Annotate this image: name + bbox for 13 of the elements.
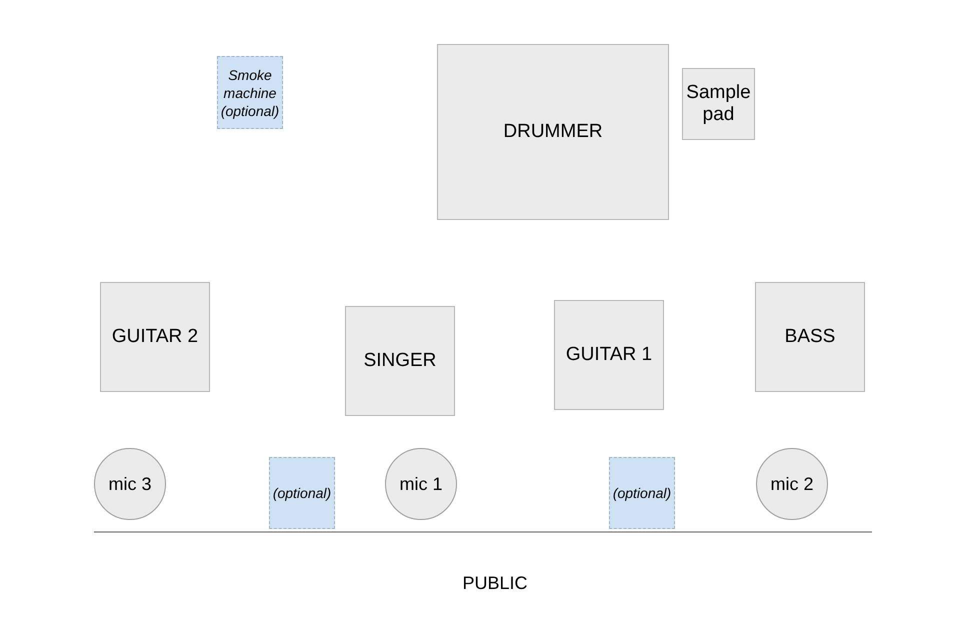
microphone-circle: mic 2 — [756, 448, 828, 520]
performer-area: BASS — [755, 282, 865, 392]
riser-area: (optional) — [609, 457, 675, 529]
performer-area: GUITAR 2 — [100, 282, 210, 392]
riser-area: (optional) — [269, 457, 335, 529]
sample-pad-area: Sample pad — [682, 68, 755, 140]
microphone-circle: mic 3 — [94, 448, 166, 520]
performer-area: GUITAR 1 — [554, 300, 664, 410]
microphone-circle: mic 1 — [385, 448, 457, 520]
performer-area: SINGER — [345, 306, 455, 416]
drum-area: DRUMMER — [437, 44, 669, 220]
optional-equipment-area: Smoke machine (optional) — [217, 56, 283, 129]
audience-label: PUBLIC — [462, 573, 528, 593]
